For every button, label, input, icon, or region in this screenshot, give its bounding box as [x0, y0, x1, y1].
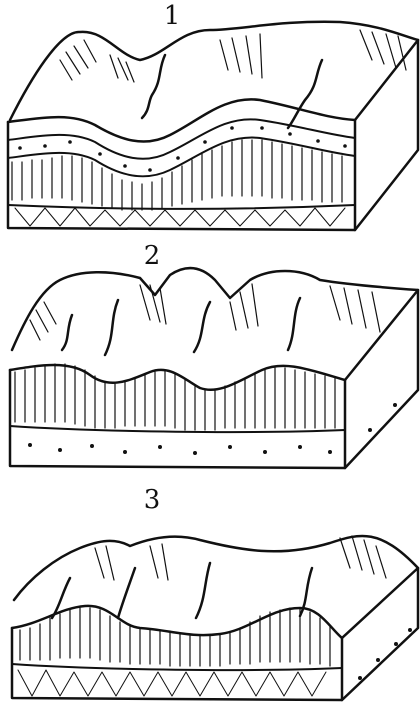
stream	[194, 302, 210, 352]
surface-front-edge	[12, 606, 342, 638]
stream	[118, 568, 135, 618]
slope-hatching	[60, 30, 406, 82]
surface-outline	[10, 22, 418, 120]
surface-outline	[14, 536, 418, 600]
stream	[288, 60, 322, 128]
block-diagram-1: 1	[0, 0, 420, 232]
bedrock-layer	[15, 208, 345, 226]
bedrock-layer	[18, 670, 326, 696]
columnar-layer	[20, 608, 330, 666]
layer-boundary	[12, 664, 342, 670]
side-face	[355, 40, 418, 230]
landform-block-3: 3	[0, 488, 420, 704]
sand-layer-dots	[358, 628, 412, 680]
surface-outline	[12, 268, 418, 350]
layer-boundary	[8, 205, 355, 209]
sand-layer-dots	[18, 126, 347, 172]
landform-block-2: 2	[0, 240, 420, 472]
stream	[142, 55, 165, 118]
stream	[62, 315, 72, 350]
side-face	[345, 290, 418, 468]
stream	[288, 298, 300, 350]
landform-block-1: 1	[0, 0, 420, 232]
side-face	[342, 568, 418, 700]
block-diagram-2: 2	[0, 240, 420, 472]
block-number-1: 1	[164, 1, 181, 31]
stream	[105, 300, 118, 355]
columnar-layer	[12, 140, 342, 210]
block-diagram-3: 3	[0, 488, 420, 704]
stream	[196, 563, 210, 618]
block-number-3: 3	[144, 488, 161, 515]
block-number-2: 2	[144, 241, 161, 271]
columnar-layer	[15, 364, 335, 430]
block-frame	[12, 628, 342, 700]
